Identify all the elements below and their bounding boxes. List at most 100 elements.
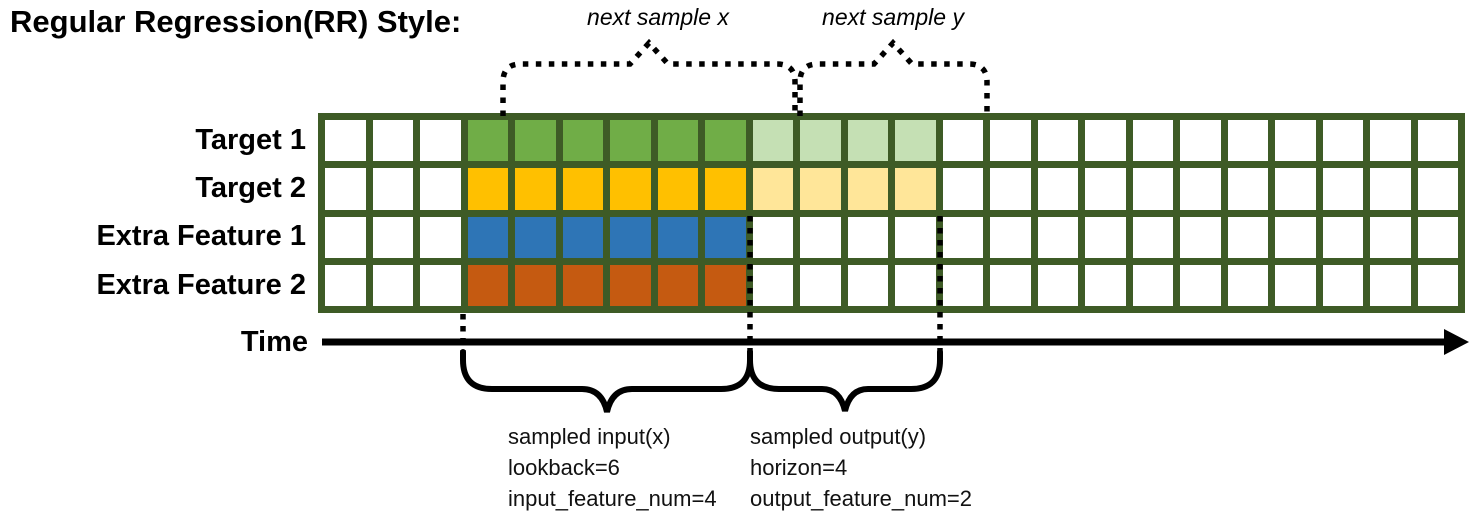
grid-cell-r2-c1	[325, 168, 366, 210]
grid-cell-r4-c10	[752, 264, 793, 306]
grid-cell-r4-c6	[562, 264, 603, 306]
next-sample-x-label: next sample x	[587, 4, 729, 30]
grid-cell-r4-c7	[610, 264, 651, 306]
grid-cell-r3-c16	[1037, 216, 1078, 258]
grid-cell-r3-c20	[1227, 216, 1268, 258]
grid-cell-r3-c17	[1085, 216, 1126, 258]
grid-cell-r1-c19	[1180, 120, 1221, 162]
grid-cell-r1-c8	[657, 120, 698, 162]
row-labels: Target 1 Target 2 Extra Feature 1 Extra Fea…	[0, 120, 306, 306]
grid-cell-r2-c21	[1275, 168, 1316, 210]
grid-cell-r2-c19	[1180, 168, 1221, 210]
grid-cell-r2-c9	[705, 168, 746, 210]
grid-cell-r2-c7	[610, 168, 651, 210]
grid-cell-r3-c7	[610, 216, 651, 258]
grid-cell-r1-c2	[372, 120, 413, 162]
grid-cell-r2-c18	[1132, 168, 1173, 210]
grid-cell-r1-c20	[1227, 120, 1268, 162]
row-label-4: Extra Feature 2	[96, 268, 306, 301]
grid-cell-r2-c13	[895, 168, 936, 210]
grid-cell-r3-c10	[752, 216, 793, 258]
grid-cell-r3-c6	[562, 216, 603, 258]
grid-cell-r1-c11	[800, 120, 841, 162]
grid-cell-r2-c24	[1417, 168, 1458, 210]
horizon-line: horizon=4	[750, 455, 848, 480]
grid-cell-r1-c6	[562, 120, 603, 162]
time-axis-arrowhead-icon	[1444, 329, 1469, 355]
grid-cell-r4-c14	[942, 264, 983, 306]
grid-cell-r3-c21	[1275, 216, 1316, 258]
row-label-3: Extra Feature 1	[96, 220, 306, 253]
grid-cell-r4-c18	[1132, 264, 1173, 306]
grid-cell-r2-c3	[420, 168, 461, 210]
grid-cell-r3-c22	[1322, 216, 1363, 258]
grid-cell-r1-c9	[705, 120, 746, 162]
grid-cell-r1-c10	[752, 120, 793, 162]
grid-cell-r3-c19	[1180, 216, 1221, 258]
grid-cell-r1-c23	[1370, 120, 1411, 162]
grid-cell-r1-c16	[1037, 120, 1078, 162]
grid-cell-r2-c17	[1085, 168, 1126, 210]
grid-cell-r2-c2	[372, 168, 413, 210]
output-annotation: sampled output(y) horizon=4 output_featu…	[750, 421, 972, 514]
grid-cell-r4-c9	[705, 264, 746, 306]
sampled-output-brace	[747, 349, 943, 412]
grid-cell-r3-c18	[1132, 216, 1173, 258]
grid-cell-r3-c14	[942, 216, 983, 258]
time-axis-label: Time	[240, 326, 308, 358]
grid-cell-r4-c8	[657, 264, 698, 306]
grid-cell-r3-c13	[895, 216, 936, 258]
next-sample-y-brace	[797, 38, 990, 116]
grid-cell-r2-c11	[800, 168, 841, 210]
grid-cell-r4-c5	[515, 264, 556, 306]
grid-cell-r4-c2	[372, 264, 413, 306]
grid-cell-r1-c13	[895, 120, 936, 162]
grid-cell-r4-c15	[990, 264, 1031, 306]
input-feature-num-line: input_feature_num=4	[508, 486, 717, 511]
next-sample-y-label: next sample y	[822, 4, 964, 30]
row-label-1: Target 1	[195, 124, 306, 156]
grid-cell-r1-c14	[942, 120, 983, 162]
grid-cell-r4-c21	[1275, 264, 1316, 306]
diagram-title: Regular Regression(RR) Style:	[10, 4, 462, 39]
grid-cell-r2-c6	[562, 168, 603, 210]
grid-cell-r4-c12	[847, 264, 888, 306]
grid-cell-r4-c19	[1180, 264, 1221, 306]
grid-cell-r3-c12	[847, 216, 888, 258]
grid-cell-r1-c17	[1085, 120, 1126, 162]
grid-cell-r4-c17	[1085, 264, 1126, 306]
sampled-output-line: sampled output(y)	[750, 424, 927, 449]
grid-cell-r3-c15	[990, 216, 1031, 258]
grid-cell-r2-c22	[1322, 168, 1363, 210]
lookback-line: lookback=6	[508, 455, 620, 480]
grid-cell-r4-c23	[1370, 264, 1411, 306]
grid-cell-r1-c4	[467, 120, 508, 162]
grid-cell-r1-c7	[610, 120, 651, 162]
grid-cell-r4-c4	[467, 264, 508, 306]
grid-cell-r2-c8	[657, 168, 698, 210]
grid-cell-r4-c11	[800, 264, 841, 306]
grid-cell-r2-c5	[515, 168, 556, 210]
grid-cell-r3-c23	[1370, 216, 1411, 258]
grid-cell-r2-c16	[1037, 168, 1078, 210]
grid-cell-r3-c1	[325, 216, 366, 258]
grid-cell-r4-c13	[895, 264, 936, 306]
grid-cell-r1-c12	[847, 120, 888, 162]
grid-cell-r3-c4	[467, 216, 508, 258]
grid-cell-r2-c4	[467, 168, 508, 210]
grid-cell-r1-c15	[990, 120, 1031, 162]
sampling-grid	[318, 113, 1465, 313]
row-label-2: Target 2	[195, 172, 306, 205]
grid-cell-r2-c12	[847, 168, 888, 210]
grid-cell-r4-c16	[1037, 264, 1078, 306]
grid-cell-r1-c3	[420, 120, 461, 162]
grid-cell-r2-c20	[1227, 168, 1268, 210]
grid-cell-r4-c24	[1417, 264, 1458, 306]
grid-cell-r2-c15	[990, 168, 1031, 210]
grid-cell-r3-c11	[800, 216, 841, 258]
grid-cell-r4-c20	[1227, 264, 1268, 306]
grid-cell-r1-c21	[1275, 120, 1316, 162]
grid-cell-r1-c5	[515, 120, 556, 162]
grid-cell-r3-c8	[657, 216, 698, 258]
